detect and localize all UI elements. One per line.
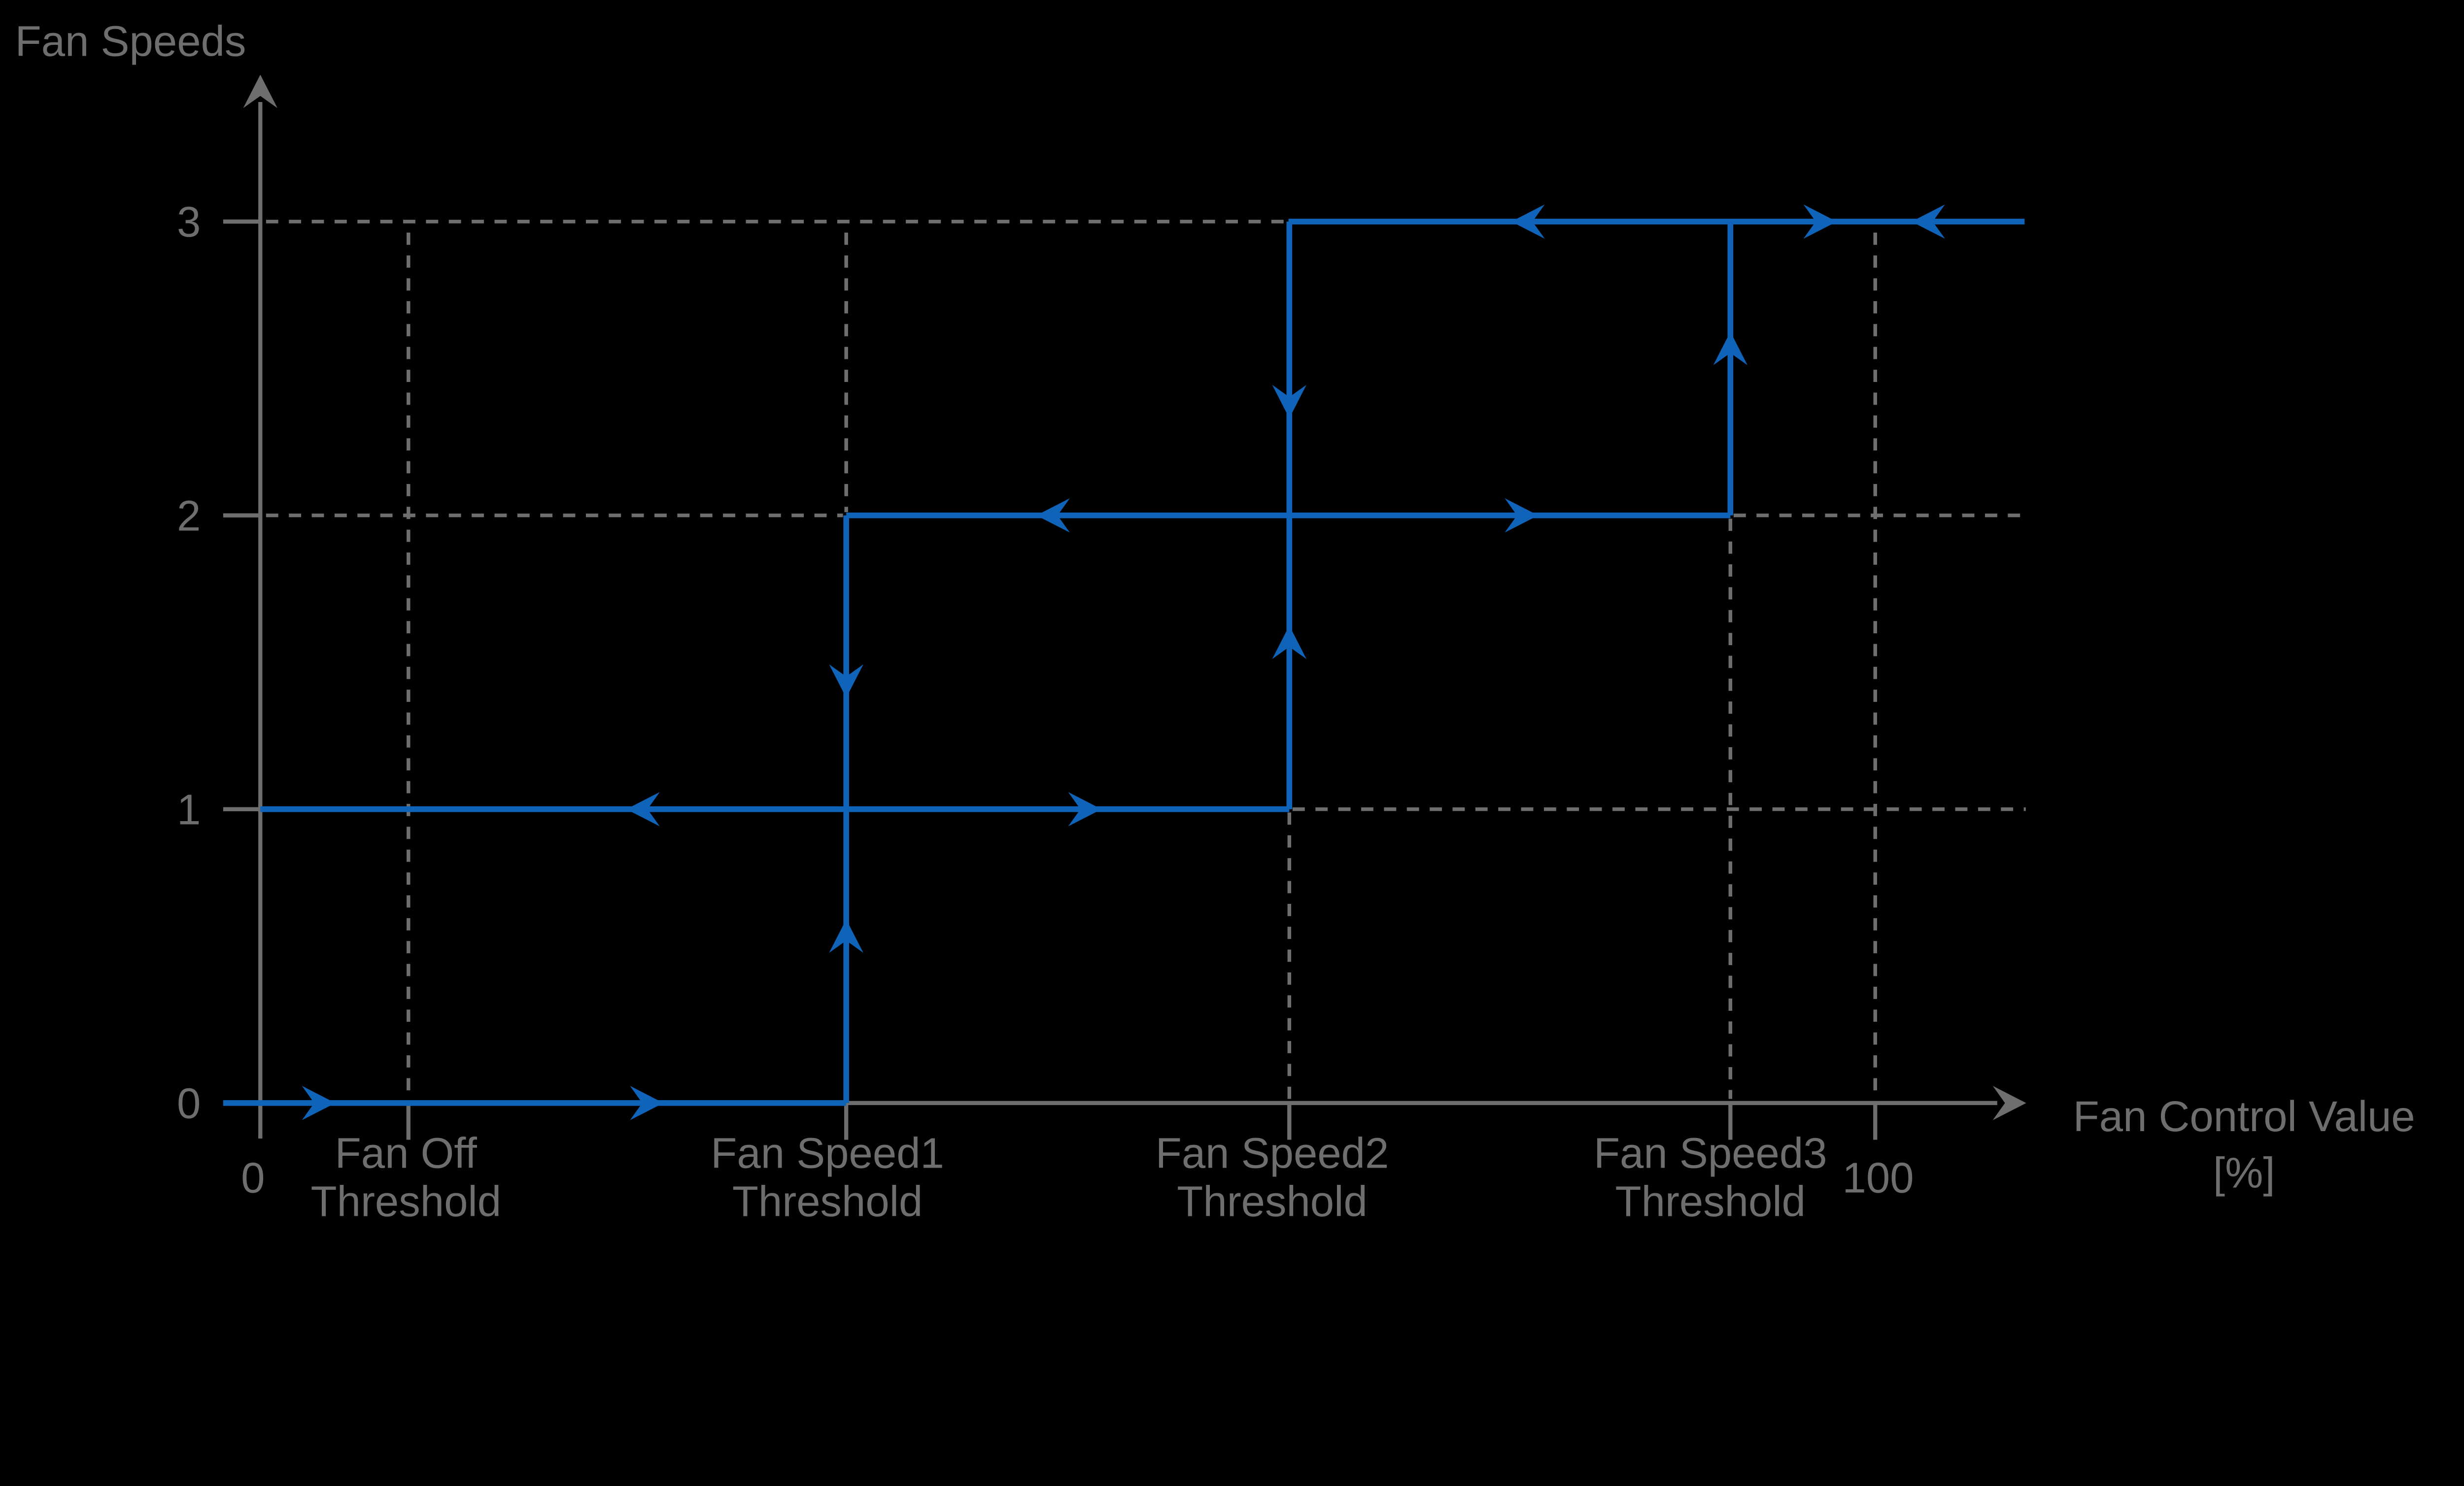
x-axis-label-line1: Fan Control Value (2073, 1093, 2415, 1140)
threshold-label-fanoff-line2: Threshold (311, 1177, 502, 1225)
flow-arrows (302, 204, 1945, 1120)
x-axis-label-line2: [%] (2213, 1149, 2275, 1197)
x-tick-label-100: 100 (1843, 1154, 1914, 1202)
threshold-label-speed3-line2: Threshold (1615, 1177, 1806, 1225)
hysteresis-path (223, 218, 2025, 1106)
y-tick-label-1: 1 (177, 786, 201, 833)
threshold-label-speed1-line1: Fan Speed1 (711, 1130, 944, 1177)
y-tick-label-3: 3 (177, 198, 201, 246)
y-tick-label-0: 0 (177, 1080, 201, 1128)
y-tick-label-2: 2 (177, 492, 201, 540)
fan-hysteresis-chart: Fan Speeds 3 2 1 0 0 100 Fan Off Thresho… (15, 17, 2415, 1226)
threshold-label-speed1-line2: Threshold (732, 1177, 923, 1225)
chart-canvas: Fan Speeds 3 2 1 0 0 100 Fan Off Thresho… (15, 17, 2415, 1225)
threshold-label-fanoff-line1: Fan Off (335, 1130, 478, 1177)
x-axis-arrow-icon (1992, 1086, 2026, 1120)
threshold-label-speed2-line2: Threshold (1177, 1177, 1368, 1225)
x-tick-label-0: 0 (241, 1154, 265, 1202)
gridlines-dashed (266, 219, 2026, 1099)
threshold-label-speed2-line1: Fan Speed2 (1156, 1130, 1389, 1177)
threshold-label-speed3-line1: Fan Speed3 (1594, 1130, 1827, 1177)
page-title: Fan Speeds (15, 17, 246, 65)
